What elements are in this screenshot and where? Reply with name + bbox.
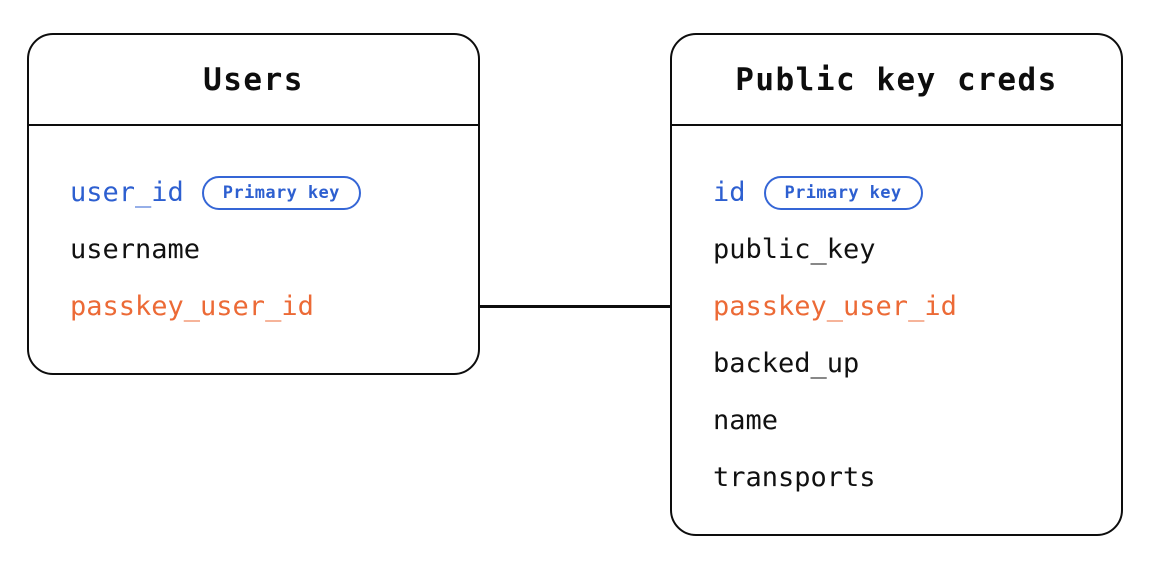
attribute-name-backed-up: backed_up <box>713 348 860 379</box>
primary-key-badge-public-key-creds: Primary key <box>763 175 923 210</box>
attribute-name-transports: transports <box>713 462 876 493</box>
attribute-name-passkey-user-id: passkey_user_id <box>713 291 957 322</box>
attribute-row-user-id[interactable]: user_id Primary key <box>29 164 478 221</box>
entity-header-users: Users <box>29 35 478 126</box>
primary-key-badge-label: Primary key <box>784 182 902 203</box>
entity-attribute-list-users: user_id Primary key username passkey_use… <box>29 126 478 335</box>
attribute-name-username: username <box>70 234 201 265</box>
attribute-row-name[interactable]: name <box>672 392 1121 449</box>
attribute-name-id: id <box>713 177 746 208</box>
entity-card-public-key-creds[interactable]: Public key creds id Primary key public_k… <box>670 33 1123 536</box>
relationship-connector-users-public-key-creds <box>478 305 672 308</box>
entity-attribute-list-public-key-creds: id Primary key public_key passkey_user_i… <box>672 126 1121 506</box>
attribute-row-passkey-user-id[interactable]: passkey_user_id <box>672 278 1121 335</box>
attribute-row-transports[interactable]: transports <box>672 449 1121 506</box>
primary-key-badge-label: Primary key <box>222 182 340 203</box>
attribute-row-backed-up[interactable]: backed_up <box>672 335 1121 392</box>
attribute-name-passkey-user-id: passkey_user_id <box>70 291 314 322</box>
attribute-row-public-key[interactable]: public_key <box>672 221 1121 278</box>
entity-card-users[interactable]: Users user_id Primary key username passk… <box>27 33 480 375</box>
entity-title-public-key-creds: Public key creds <box>735 61 1058 98</box>
attribute-name-name: name <box>713 405 779 436</box>
entity-title-users: Users <box>203 61 304 98</box>
attribute-row-passkey-user-id[interactable]: passkey_user_id <box>29 278 478 335</box>
primary-key-badge-users: Primary key <box>201 175 361 210</box>
attribute-name-public-key: public_key <box>713 234 876 265</box>
attribute-row-id[interactable]: id Primary key <box>672 164 1121 221</box>
attribute-row-username[interactable]: username <box>29 221 478 278</box>
attribute-name-user-id: user_id <box>70 177 184 208</box>
entity-header-public-key-creds: Public key creds <box>672 35 1121 126</box>
